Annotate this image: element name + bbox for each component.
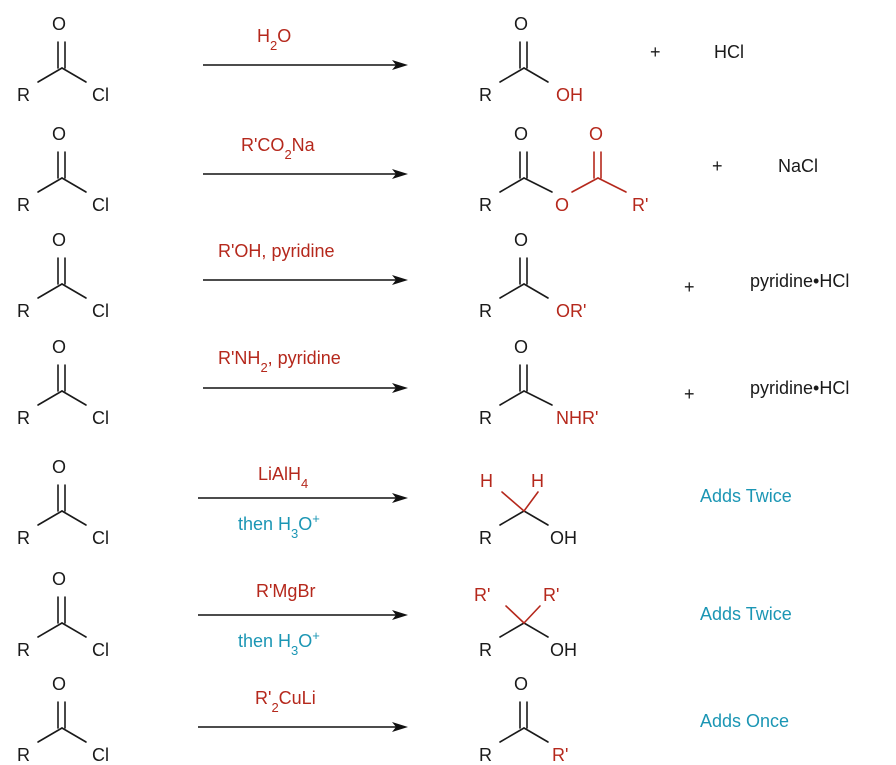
atom-r-prime: R' (632, 195, 648, 215)
atom-o: O (52, 569, 66, 589)
atom-r: R (479, 408, 492, 428)
carboxylic-acid-product: O R OH (479, 14, 583, 105)
reaction-row-7: O R Cl R'2CuLi O R R' Adds Once (17, 674, 789, 765)
atom-o: O (52, 674, 66, 694)
workup-label: then H3O+ (238, 628, 320, 658)
atom-r: R (479, 745, 492, 765)
atom-r-prime: R' (474, 585, 490, 605)
atom-r-prime: R' (543, 585, 559, 605)
atom-r: R (17, 408, 30, 428)
acid-chloride-reactant: O R Cl (17, 230, 109, 321)
atom-r-prime: R' (552, 745, 568, 765)
atom-cl: Cl (92, 195, 109, 215)
plus-sign: + (712, 156, 723, 176)
atom-o: O (52, 457, 66, 477)
acid-chloride-reactant: O R Cl (17, 674, 109, 765)
reaction-arrow (203, 383, 408, 393)
acid-chloride-reactant: O R Cl (17, 14, 109, 105)
reagent-label: R'2CuLi (255, 688, 316, 715)
atom-r: R (17, 640, 30, 660)
atom-cl: Cl (92, 528, 109, 548)
atom-oh: OH (550, 640, 577, 660)
note-label: Adds Once (700, 711, 789, 731)
atom-or-prime: OR' (556, 301, 586, 321)
reagent-label: R'NH2, pyridine (218, 348, 341, 375)
reagent-label: LiAlH4 (258, 464, 308, 491)
acid-chloride-reactant: O R Cl (17, 569, 109, 660)
note-label: Adds Twice (700, 486, 792, 506)
reaction-row-1: O R Cl H2O O R OH + HCl (17, 14, 744, 105)
atom-cl: Cl (92, 745, 109, 765)
reagent-label: H2O (257, 26, 291, 53)
atom-o: O (514, 14, 528, 34)
plus-sign: + (684, 277, 695, 297)
atom-o: O (52, 337, 66, 357)
atom-o: O (52, 124, 66, 144)
atom-o: O (514, 124, 528, 144)
atom-cl: Cl (92, 301, 109, 321)
reagent-label: R'CO2Na (241, 135, 316, 162)
reaction-arrow (203, 60, 408, 70)
reaction-row-3: O R Cl R'OH, pyridine O R OR' + pyridine… (17, 230, 849, 321)
reaction-arrow (203, 275, 408, 285)
byproduct-label: pyridine•HCl (750, 271, 849, 291)
atom-r: R (479, 195, 492, 215)
reagent-label: R'MgBr (256, 581, 315, 601)
acid-chloride-reactant: O R Cl (17, 124, 109, 215)
atom-oh: OH (550, 528, 577, 548)
ketone-product: O R R' (479, 674, 568, 765)
acid-chloride-reactant: O R Cl (17, 457, 109, 548)
atom-r: R (479, 301, 492, 321)
atom-r: R (17, 195, 30, 215)
atom-o: O (52, 230, 66, 250)
reaction-arrow (198, 493, 408, 503)
atom-o-bridge: O (555, 195, 569, 215)
note-label: Adds Twice (700, 604, 792, 624)
atom-r: R (17, 528, 30, 548)
ester-product: O R OR' (479, 230, 586, 321)
atom-r: R (17, 301, 30, 321)
reaction-row-4: O R Cl R'NH2, pyridine O R NHR' + pyridi… (17, 337, 849, 428)
reaction-arrow (198, 610, 408, 620)
atom-o: O (514, 337, 528, 357)
reagent-label: R'OH, pyridine (218, 241, 334, 261)
tertiary-alcohol-product: R' R' R OH (474, 585, 577, 660)
primary-alcohol-product: H H R OH (479, 471, 577, 548)
atom-r: R (479, 528, 492, 548)
workup-label: then H3O+ (238, 511, 320, 541)
reaction-arrow (198, 722, 408, 732)
byproduct-label: NaCl (778, 156, 818, 176)
atom-h: H (531, 471, 544, 491)
atom-cl: Cl (92, 640, 109, 660)
atom-o: O (52, 14, 66, 34)
atom-r: R (479, 640, 492, 660)
plus-sign: + (650, 42, 661, 62)
atom-nhr-prime: NHR' (556, 408, 598, 428)
atom-oh: OH (556, 85, 583, 105)
atom-r: R (17, 85, 30, 105)
byproduct-label: HCl (714, 42, 744, 62)
atom-r: R (479, 85, 492, 105)
reaction-row-2: O R Cl R'CO2Na O O R O R' + NaCl (17, 124, 818, 215)
atom-o: O (514, 674, 528, 694)
reaction-arrow (203, 169, 408, 179)
atom-cl: Cl (92, 85, 109, 105)
atom-o: O (514, 230, 528, 250)
atom-cl: Cl (92, 408, 109, 428)
acid-chloride-reactant: O R Cl (17, 337, 109, 428)
byproduct-label: pyridine•HCl (750, 378, 849, 398)
reaction-row-5: O R Cl LiAlH4 then H3O+ H H R OH Adds Tw… (17, 457, 792, 548)
atom-h: H (480, 471, 493, 491)
atom-r: R (17, 745, 30, 765)
reaction-row-6: O R Cl R'MgBr then H3O+ R' R' R OH Adds … (17, 569, 792, 660)
amide-product: O R NHR' (479, 337, 598, 428)
anhydride-product: O O R O R' (479, 124, 648, 215)
atom-o: O (589, 124, 603, 144)
plus-sign: + (684, 384, 695, 404)
